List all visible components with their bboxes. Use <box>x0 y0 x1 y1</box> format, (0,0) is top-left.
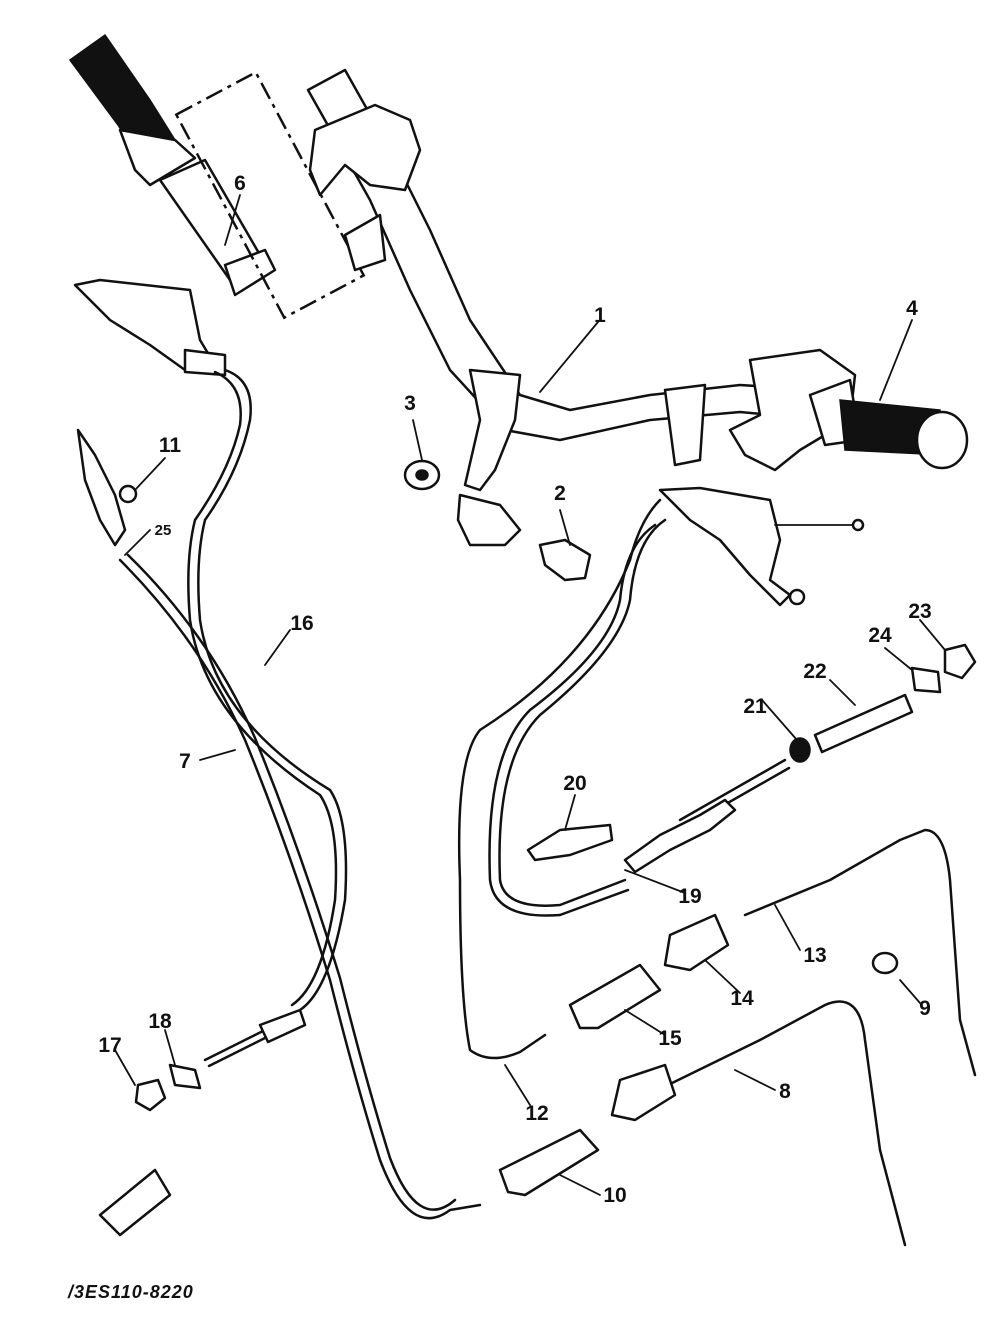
collar-24 <box>910 666 942 694</box>
cap-9 <box>871 951 899 975</box>
bolt-2 <box>538 538 592 582</box>
label-part-12: 12 <box>525 1102 548 1125</box>
nut-17 <box>134 1078 167 1112</box>
label-part-25: 25 <box>155 522 172 539</box>
cable-8 <box>666 1000 907 1247</box>
spring-22 <box>813 693 914 754</box>
holder-8-lower <box>610 1063 677 1122</box>
label-part-14: 14 <box>730 987 754 1010</box>
label-part-22: 22 <box>803 660 826 683</box>
holder-14 <box>663 913 730 972</box>
label-part-15: 15 <box>658 1027 682 1050</box>
nut-23 <box>943 643 977 680</box>
label-part-4: 4 <box>906 297 918 320</box>
sleeve-15 <box>568 963 662 1030</box>
label-part-21: 21 <box>743 695 767 718</box>
right-grip <box>808 378 969 470</box>
cable-19 <box>498 518 667 907</box>
cable-16 <box>197 368 348 1012</box>
clamp-20 <box>526 823 614 862</box>
left-lever-bracket <box>73 278 227 377</box>
label-part-1: 1 <box>594 304 606 327</box>
label-part-19: 19 <box>678 885 701 908</box>
label-part-3: 3 <box>404 392 416 415</box>
drawing-code: /3ES110-8220 <box>67 1282 194 1302</box>
label-part-16: 16 <box>290 612 313 635</box>
grip-assembly-outline <box>174 70 366 320</box>
cable-13 <box>743 828 977 1077</box>
label-part-8: 8 <box>779 1080 791 1103</box>
lever-11 <box>76 428 138 547</box>
label-part-11: 11 <box>159 434 182 457</box>
label-part-6: 6 <box>234 172 246 195</box>
left-grip <box>68 33 277 297</box>
label-part-9: 9 <box>919 997 931 1020</box>
front-direction-emblem <box>98 1168 172 1237</box>
label-part-20: 20 <box>563 772 586 795</box>
label-part-7: 7 <box>179 750 191 773</box>
handlebar <box>306 68 857 547</box>
collar-3 <box>403 459 441 491</box>
label-part-24: 24 <box>868 624 892 647</box>
label-part-13: 13 <box>803 944 826 967</box>
cable-12 <box>457 498 662 1060</box>
cable-end-rod <box>203 1028 267 1062</box>
label-part-2: 2 <box>554 482 566 505</box>
label-part-18: 18 <box>148 1010 172 1033</box>
right-lever-bracket <box>658 486 865 607</box>
label-part-17: 17 <box>98 1034 121 1057</box>
threaded-rod <box>678 758 787 822</box>
cable-7 <box>118 558 482 1220</box>
leader-lines <box>114 194 946 1196</box>
nut-21 <box>789 737 811 763</box>
label-part-23: 23 <box>908 600 931 623</box>
label-part-10: 10 <box>603 1184 626 1207</box>
collar-18 <box>168 1063 202 1090</box>
sleeve-10 <box>498 1128 600 1197</box>
